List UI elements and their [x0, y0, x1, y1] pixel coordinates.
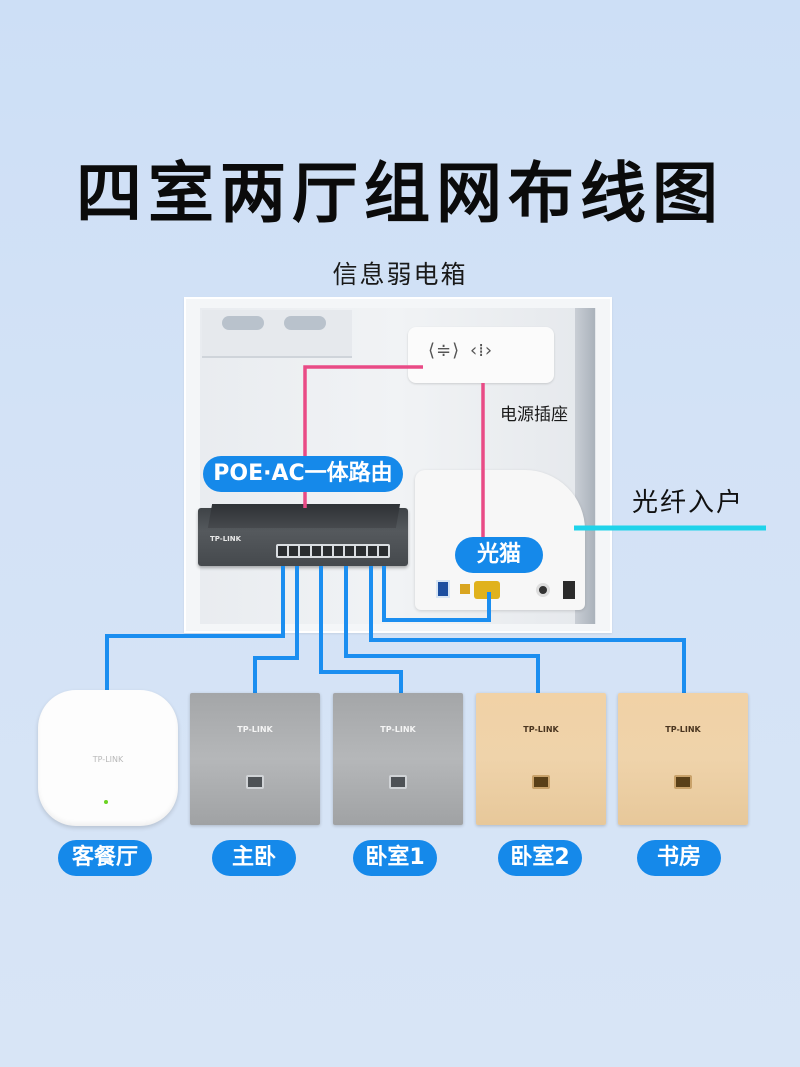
router-ports	[276, 544, 390, 558]
rj45-port-icon	[389, 775, 407, 789]
ethernet-port	[322, 546, 333, 556]
room-label-bedroom2: 卧室2	[498, 840, 582, 876]
power-socket-label: 电源插座	[500, 405, 568, 425]
ethernet-port	[378, 546, 389, 556]
modem-port	[460, 584, 470, 594]
power-socket	[408, 327, 554, 383]
ethernet-line-master-bedroom	[253, 566, 299, 693]
room-label-bedroom1: 卧室1	[353, 840, 437, 876]
panel-brand: TP-LINK	[665, 725, 701, 734]
fiber-entry-label: 光纤入户	[632, 488, 745, 518]
ethernet-line-bedroom2	[344, 566, 540, 693]
ethernet-port	[356, 546, 366, 556]
modem-label-pill: 光猫	[455, 537, 543, 573]
two-pin-socket-icon: ‹⁞›	[470, 340, 494, 361]
ethernet-port	[278, 546, 288, 556]
panel-brand: TP-LINK	[523, 725, 559, 734]
ethernet-line-ap	[105, 566, 285, 690]
page-title: 四室两厅组网布线图	[76, 155, 724, 232]
ethernet-line-bedroom1	[319, 566, 403, 693]
rj45-port-icon	[674, 775, 692, 789]
ethernet-port	[367, 546, 377, 556]
wall-panel-ap-master-bedroom: TP-LINK	[190, 693, 320, 825]
bracket-slot	[284, 316, 326, 330]
room-label-study: 书房	[637, 840, 721, 876]
wall-panel-ap-bedroom1: TP-LINK	[333, 693, 463, 825]
cabinet-title: 信息弱电箱	[332, 260, 468, 289]
rj45-port-icon	[532, 775, 550, 789]
ethernet-line-study	[369, 566, 686, 693]
room-label-master-bedroom: 主卧	[212, 840, 296, 876]
modem-pon-port	[436, 580, 450, 598]
ethernet-port	[345, 546, 355, 556]
router-label-pill: POE·AC一体路由	[203, 456, 403, 492]
ethernet-port	[289, 546, 299, 556]
panel-brand: TP-LINK	[237, 725, 273, 734]
ethernet-line-modem	[382, 566, 491, 622]
wall-panel-ap-bedroom2: TP-LINK	[476, 693, 606, 825]
modem-power-switch	[563, 581, 575, 599]
three-pin-socket-icon: ⟨≑⟩	[428, 340, 461, 361]
modem-lan-port	[474, 581, 500, 599]
ethernet-port	[300, 546, 310, 556]
ceiling-access-point	[38, 690, 178, 826]
ethernet-port	[311, 546, 321, 556]
room-label-living-dining: 客餐厅	[58, 840, 152, 876]
modem-power-jack	[536, 583, 550, 597]
ap-status-led	[104, 800, 108, 804]
ethernet-port	[334, 546, 344, 556]
ap-brand: TP-LINK	[92, 755, 124, 764]
router-brand: TP-LINK	[210, 535, 242, 543]
wall-panel-ap-study: TP-LINK	[618, 693, 748, 825]
bracket-slot	[222, 316, 264, 330]
rj45-port-icon	[246, 775, 264, 789]
panel-brand: TP-LINK	[380, 725, 416, 734]
